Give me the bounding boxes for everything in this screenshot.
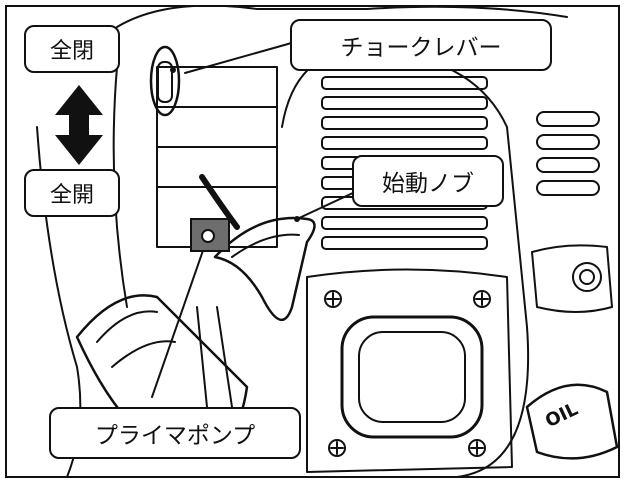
diagram-frame: OIL 全閉 全開 チョークレバー 始動ノブ プライマポンプ: [5, 5, 620, 478]
side-slots: [536, 111, 600, 196]
fuel-tank-plate: [306, 268, 513, 473]
choke-lever-highlight-ring: [149, 45, 181, 117]
full-open-label: 全開: [24, 169, 120, 217]
switch-housing: [531, 244, 613, 313]
plate-screws: [324, 290, 491, 457]
primer-pump-leader: [151, 238, 208, 398]
start-knob-label: 始動ノブ: [352, 155, 504, 207]
engine-illustration: OIL: [36, 7, 618, 476]
switch-knob: [572, 262, 602, 292]
fuel-cap-inner: [358, 331, 466, 423]
fuel-cap-outer: [340, 315, 484, 439]
starter-handle: [213, 216, 316, 321]
choke-lever: [157, 61, 173, 103]
fan-cover-outline: [281, 48, 530, 476]
oil-cap-text: OIL: [542, 399, 581, 432]
carburetor-ribs: [156, 106, 278, 188]
air-filter-rib-2: [111, 340, 176, 368]
lower-pipes: [196, 306, 233, 408]
choke-lever-label: チョークレバー: [290, 19, 552, 71]
primer-pump-button: [190, 218, 230, 252]
starter-handle-ridge: [231, 233, 300, 258]
top-rim-line: [116, 7, 568, 28]
air-filter-rib-1: [96, 310, 158, 343]
double-vertical-arrow-icon: [55, 85, 103, 165]
start-knob-leader-dot: [294, 216, 300, 222]
primer-pump-label: プライマポンプ: [49, 407, 301, 459]
fuel-hose: [199, 174, 240, 230]
primer-pump-dot: [201, 229, 215, 243]
choke-leader-dot: [170, 67, 176, 73]
start-knob-leader: [296, 191, 356, 220]
vent-slots: [321, 76, 488, 250]
oil-cap: [525, 383, 618, 460]
choke-lever-leader: [184, 41, 296, 74]
full-closed-label: 全閉: [24, 25, 120, 73]
switch-knob-center: [579, 269, 595, 285]
